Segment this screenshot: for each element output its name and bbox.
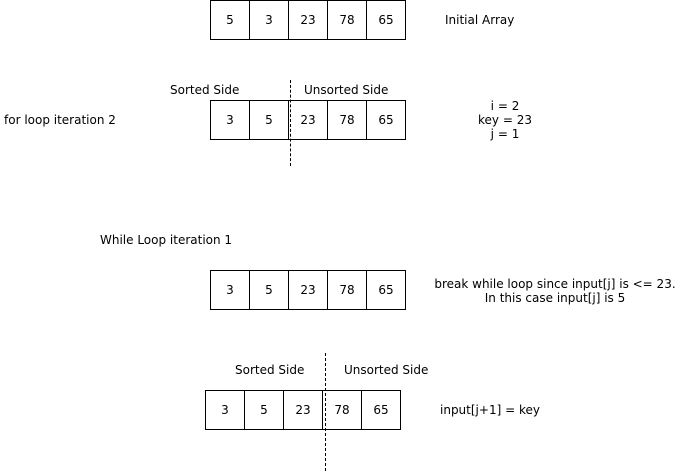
array-cell: 5	[249, 100, 289, 140]
variables-block: i = 2 key = 23 j = 1	[455, 99, 555, 141]
while-loop-title: While Loop iteration 1	[100, 233, 233, 247]
array-cell: 3	[249, 0, 289, 40]
var-j: j = 1	[490, 127, 520, 141]
sorted-side-label: Sorted Side	[170, 83, 240, 97]
array-cell: 65	[361, 390, 401, 430]
array-cell: 78	[327, 100, 367, 140]
array-cell: 23	[288, 0, 328, 40]
initial-array: 5 3 23 78 65	[210, 0, 406, 40]
unsorted-side-label: Unsorted Side	[344, 363, 429, 377]
array-cell: 78	[327, 270, 367, 310]
array-cell: 3	[210, 100, 250, 140]
break-note-line1: break while loop since input[j] is <= 23…	[434, 277, 676, 291]
sorted-divider	[325, 353, 326, 471]
final-array: 3 5 23 78 65	[205, 390, 401, 430]
var-i: i = 2	[490, 99, 520, 113]
iteration2-array: 3 5 23 78 65	[210, 100, 406, 140]
break-note-line2: In this case input[j] is 5	[484, 291, 626, 305]
array-cell: 3	[205, 390, 245, 430]
sorted-divider	[290, 80, 291, 166]
array-cell: 5	[210, 0, 250, 40]
var-key: key = 23	[478, 113, 532, 127]
array-cell: 65	[366, 100, 406, 140]
iteration-label: for loop iteration 2	[4, 113, 116, 127]
array-cell: 3	[210, 270, 250, 310]
unsorted-side-label: Unsorted Side	[304, 83, 389, 97]
array-cell: 78	[327, 0, 367, 40]
assign-key-label: input[j+1] = key	[440, 403, 540, 417]
array-cell: 5	[249, 270, 289, 310]
break-note: break while loop since input[j] is <= 23…	[430, 277, 680, 305]
array-cell: 23	[288, 270, 328, 310]
array-cell: 65	[366, 270, 406, 310]
array-cell: 78	[322, 390, 362, 430]
while-array: 3 5 23 78 65	[210, 270, 406, 310]
array-cell: 5	[244, 390, 284, 430]
initial-array-label: Initial Array	[445, 13, 515, 27]
array-cell: 23	[283, 390, 323, 430]
sorted-side-label: Sorted Side	[235, 363, 305, 377]
array-cell: 65	[366, 0, 406, 40]
array-cell: 23	[288, 100, 328, 140]
